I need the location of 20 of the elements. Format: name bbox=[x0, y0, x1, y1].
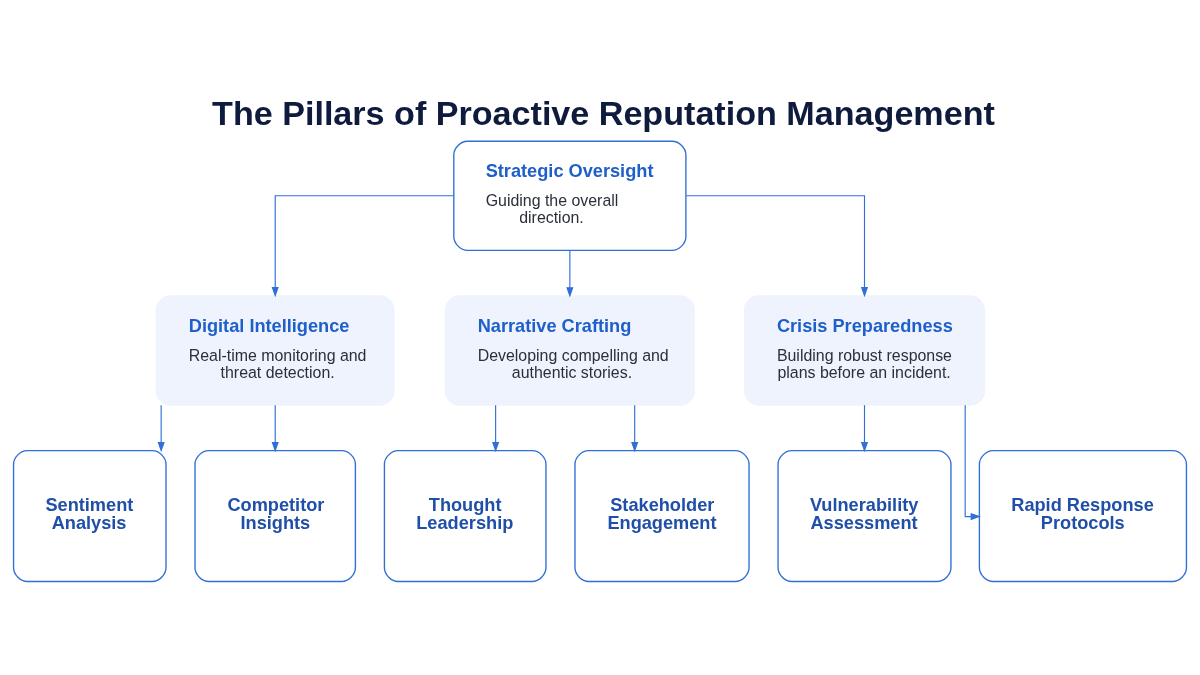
node-box: Rapid Response Protocols bbox=[978, 449, 1188, 582]
node-box: Digital Intelligence Real-time monitoring and threat detection. bbox=[155, 294, 395, 406]
node-box: Strategic Oversight Guiding the overall direction. bbox=[453, 140, 687, 251]
node-box: Crisis Preparedness Building robust response plans before an incident. bbox=[743, 294, 986, 406]
node-box: Thought Leadership bbox=[383, 449, 547, 582]
arrow bbox=[631, 404, 639, 452]
arrow bbox=[566, 249, 574, 297]
arrow bbox=[492, 404, 500, 452]
node-box: Narrative Crafting Developing compelling and authentic stories. bbox=[444, 294, 695, 406]
arrow bbox=[271, 404, 279, 452]
node-box: Competitor Insights bbox=[194, 449, 357, 582]
diagram-title: The Pillars of Proactive Reputation Management bbox=[212, 93, 995, 132]
arrow bbox=[157, 404, 165, 452]
arrow bbox=[860, 404, 869, 452]
node-box: Vulnerability Assessment bbox=[777, 449, 952, 582]
arrow bbox=[685, 194, 869, 297]
arrow bbox=[964, 404, 981, 520]
arrow bbox=[271, 194, 454, 297]
node-box: Stakeholder Engagement bbox=[574, 449, 750, 582]
node-box: Sentiment Analysis bbox=[12, 449, 167, 582]
